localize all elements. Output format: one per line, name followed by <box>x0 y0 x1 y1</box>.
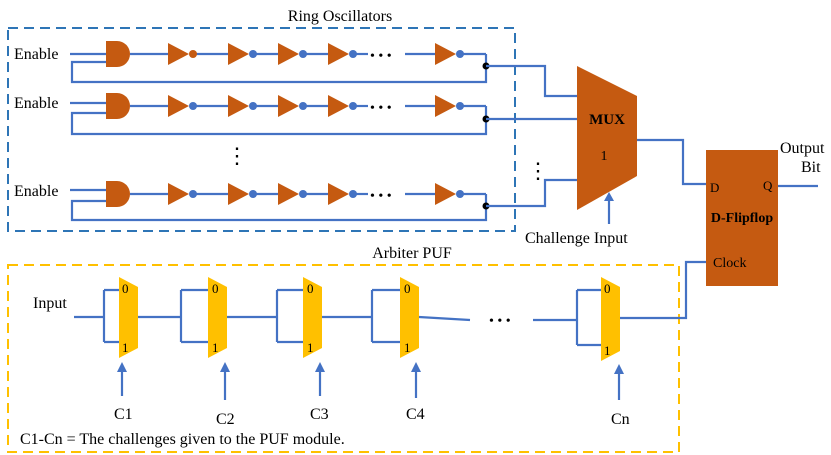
inverter-3b <box>228 183 249 205</box>
ellipsis-2: • • • <box>370 101 392 116</box>
flipflop-clock-label: Clock <box>713 256 746 271</box>
ring-oscillators-title: Ring Oscillators <box>288 8 392 25</box>
and-gate-1 <box>106 41 130 67</box>
inverter-3a <box>168 183 189 205</box>
challenge-input-label: Challenge Input <box>525 230 628 247</box>
svg-text:1: 1 <box>212 340 219 355</box>
svg-text:1: 1 <box>404 340 411 355</box>
arbiter-stage-1: 0 1 C1 <box>102 277 138 423</box>
inverter-1c <box>278 43 299 65</box>
svg-text:1: 1 <box>307 340 314 355</box>
svg-text:1: 1 <box>122 340 129 355</box>
ring-oscillators-box <box>7 27 516 232</box>
ellipsis-1: • • • <box>370 49 392 64</box>
inverter-1d <box>328 43 349 65</box>
vertical-ellipsis-right: ⋮ <box>527 158 549 183</box>
svg-text:0: 0 <box>404 281 411 296</box>
svg-text:0: 0 <box>212 281 219 296</box>
arbiter-stage-n: 0 1 Cn <box>575 277 630 428</box>
cn-label: Cn <box>611 411 630 428</box>
inverter-2e <box>435 95 456 117</box>
inverter-2c <box>278 95 299 117</box>
ring-oscillator-row-3: Enable • • • <box>14 178 577 222</box>
ring-oscillator-row-2: Enable • • • <box>14 93 577 136</box>
arbiter-puf-title: Arbiter PUF <box>372 245 452 262</box>
arbiter-caption: C1-Cn = The challenges given to the PUF … <box>20 431 345 448</box>
svg-text:0: 0 <box>122 281 129 296</box>
mux-sub-label: 1 <box>601 149 608 164</box>
arbiter-stage-2: 0 1 C2 <box>179 277 235 428</box>
flipflop-title: D-Flipflop <box>711 211 773 226</box>
vertical-ellipsis-left: ⋮ <box>226 143 248 168</box>
output-label-line2: Bit <box>801 159 821 176</box>
c1-label: C1 <box>114 406 133 423</box>
enable-label-1: Enable <box>14 46 58 63</box>
arbiter-stage-4: 0 1 C4 <box>370 277 425 423</box>
flipflop-d-label: D <box>710 180 719 195</box>
arbiter-ellipsis: • • • <box>489 314 511 329</box>
c3-arrow-icon <box>315 362 325 372</box>
inverter-2d <box>328 95 349 117</box>
enable-label-2: Enable <box>14 95 58 112</box>
arbiter-stage-3: 0 1 C3 <box>275 277 329 423</box>
output-label-line1: Output <box>780 140 825 157</box>
inverter-1b <box>228 43 249 65</box>
inverter-2a <box>168 95 189 117</box>
c4-arrow-icon <box>411 362 421 372</box>
svg-text:0: 0 <box>604 281 611 296</box>
challenge-input-arrow-icon <box>604 192 614 201</box>
and-gate-2 <box>106 93 130 119</box>
c2-label: C2 <box>216 411 235 428</box>
c3-label: C3 <box>310 406 329 423</box>
flipflop-q-label: Q <box>763 178 773 193</box>
mux-block <box>577 66 637 210</box>
enable-label-3: Enable <box>14 183 58 200</box>
c2-arrow-icon <box>220 362 230 372</box>
and-gate-3 <box>106 181 130 207</box>
cn-arrow-icon <box>614 364 624 374</box>
inverter-1a <box>168 43 189 65</box>
inverter-3c <box>278 183 299 205</box>
ellipsis-3: • • • <box>370 189 392 204</box>
arbiter-input-label: Input <box>33 295 67 312</box>
arbiter-puf-box <box>7 264 680 453</box>
inverter-3d <box>328 183 349 205</box>
mux-label: MUX <box>589 112 625 128</box>
svg-text:0: 0 <box>307 281 314 296</box>
inverter-1e <box>435 43 456 65</box>
inverter-3e <box>435 183 456 205</box>
c1-arrow-icon <box>117 362 127 372</box>
svg-text:1: 1 <box>604 343 611 358</box>
ring-oscillator-row-1: Enable • • • <box>14 41 577 98</box>
inverter-2b <box>228 95 249 117</box>
d-flipflop-block <box>706 150 778 286</box>
c4-label: C4 <box>406 406 425 423</box>
